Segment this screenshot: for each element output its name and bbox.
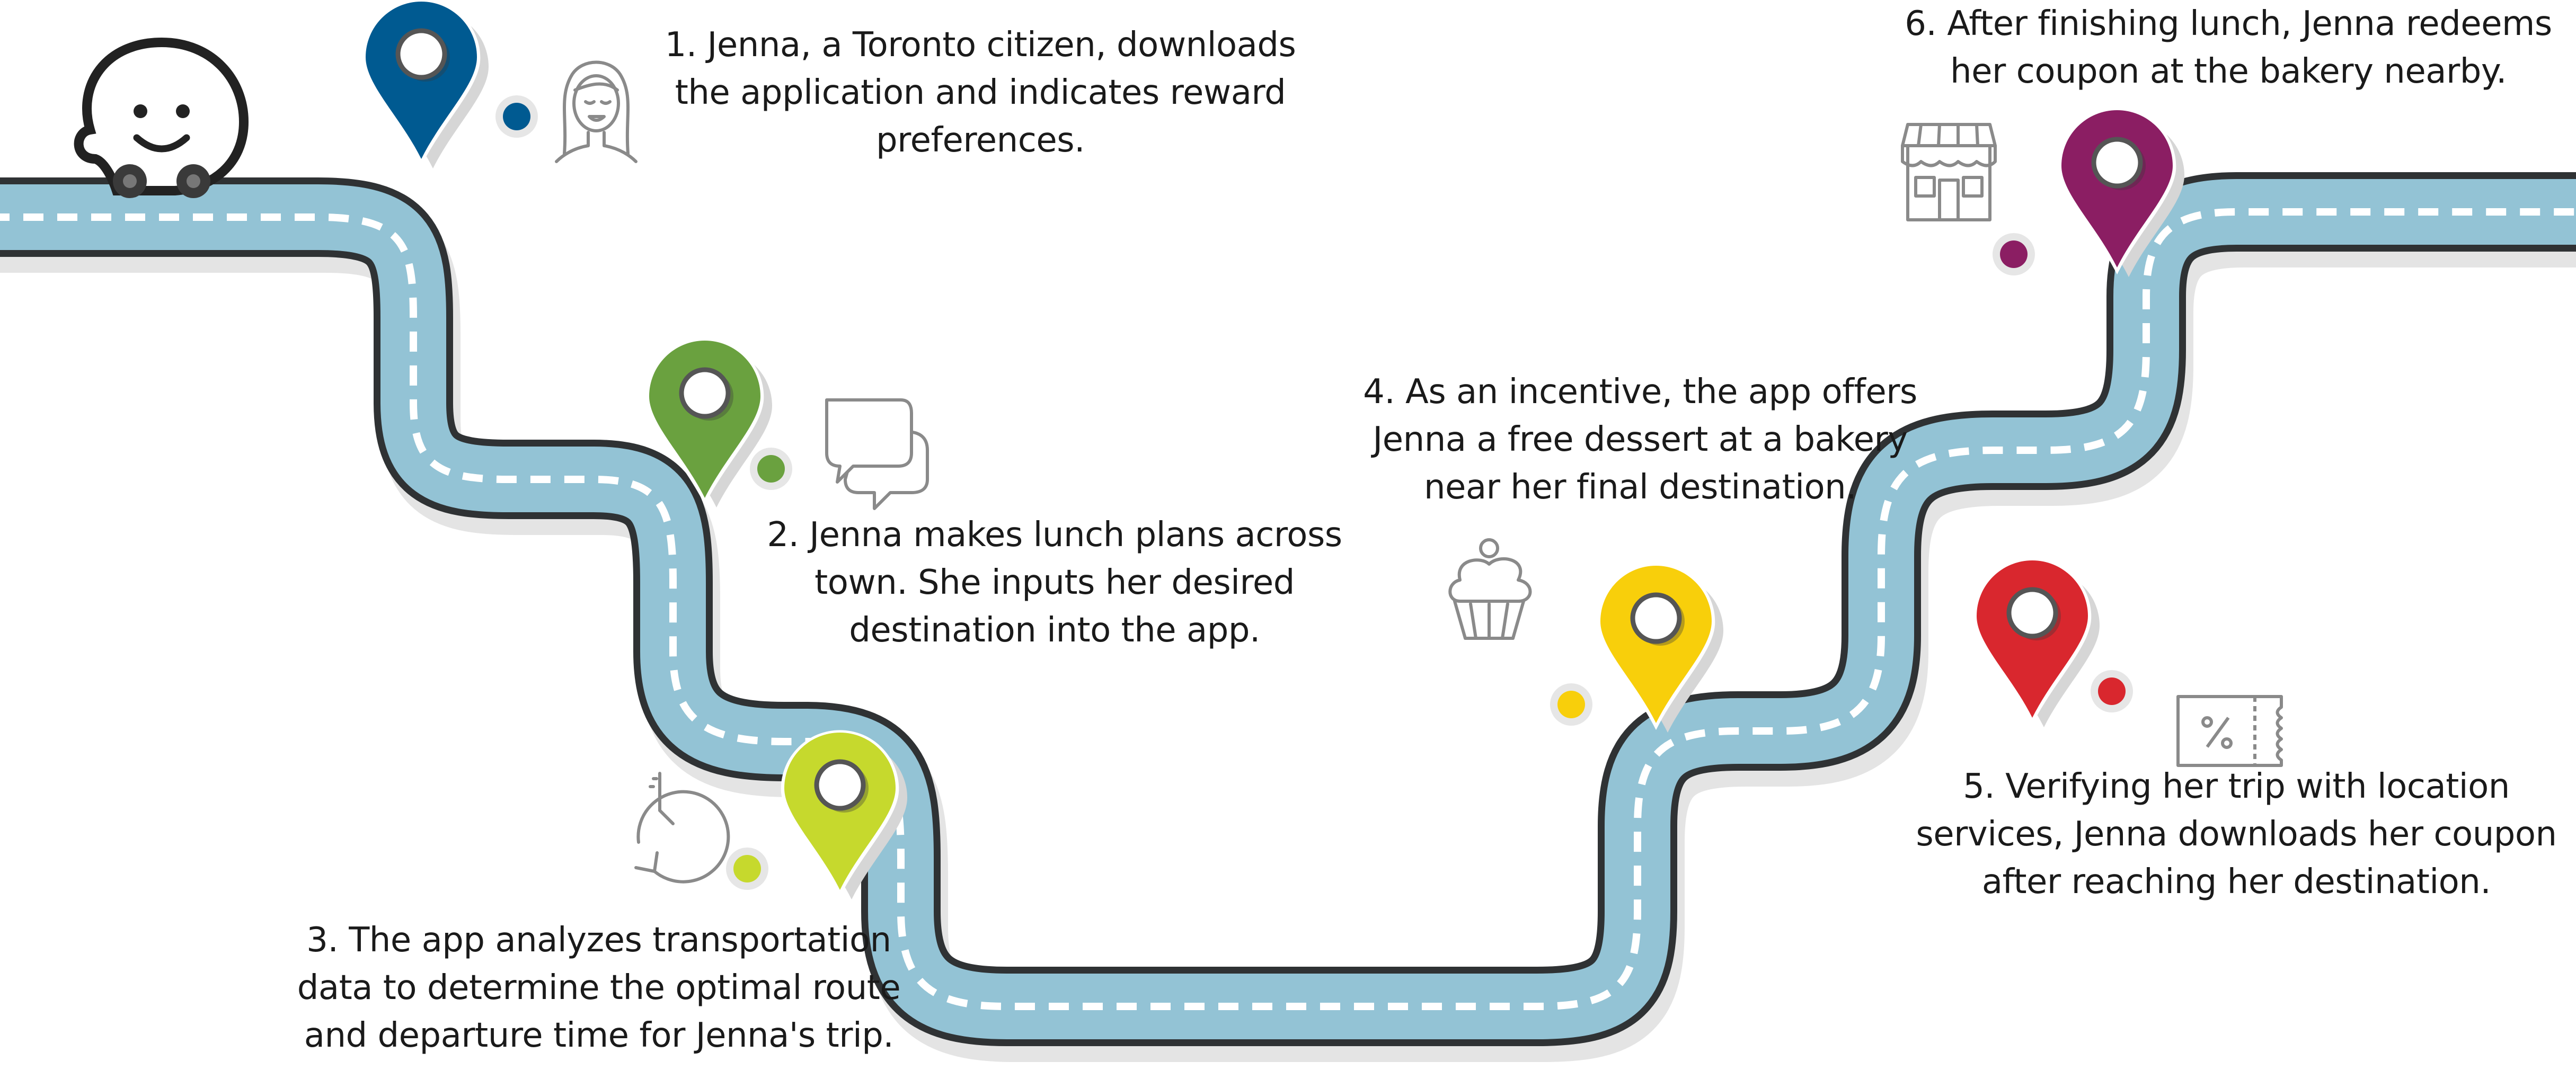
cupcake-icon (1448, 538, 1532, 640)
step-dot-5 (2091, 670, 2133, 712)
location-pin-3 (781, 730, 907, 899)
road-lane-dashes (0, 208, 2576, 1010)
step-1-line: preferences. (876, 121, 1085, 160)
step-3-description: 3. The app analyzes transportation data t… (254, 916, 943, 1059)
location-pin-2 (645, 338, 772, 507)
storefront-icon (1901, 123, 1997, 221)
location-pin-4 (1597, 563, 1723, 733)
step-6-description: 6. After finishing lunch, Jenna redeems h… (1884, 0, 2573, 95)
step-1-line: the application and indicates reward (675, 73, 1286, 112)
step-5-line: after reaching her destination. (1981, 862, 2491, 902)
step-4-line: near her final destination. (1423, 468, 1857, 507)
step-1-line: 1. Jenna, a Toronto citizen, downloads (665, 25, 1296, 65)
clock-icon (634, 772, 730, 884)
step-5-line: 5. Verifying her trip with location (1963, 767, 2510, 806)
step-3-line: and departure time for Jenna's trip. (304, 1016, 894, 1055)
winding-road (0, 172, 2576, 1062)
step-dot-1 (495, 95, 538, 138)
step-dot-6 (1993, 233, 2035, 275)
coupon-ticket-icon (2176, 695, 2283, 767)
location-pins (362, 0, 2184, 899)
step-3-line: data to determine the optimal route (297, 968, 901, 1007)
step-2-line: destination into the app. (849, 611, 1260, 650)
location-pin-6 (2058, 108, 2184, 277)
step-5-description: 5. Verifying her trip with location servi… (1892, 763, 2576, 906)
step-4-line: 4. As an incentive, the app offers (1363, 372, 1917, 412)
chat-bubbles-icon (825, 398, 929, 510)
step-6-line: her coupon at the bakery nearby. (1950, 52, 2507, 91)
step-2-line: 2. Jenna makes lunch plans across (767, 515, 1342, 555)
step-6-line: 6. After finishing lunch, Jenna redeems (1905, 4, 2552, 43)
step-4-line: Jenna a free dessert at a bakery (1373, 420, 1908, 459)
location-pin-1 (362, 0, 489, 168)
step-1-description: 1. Jenna, a Toronto citizen, downloads th… (636, 21, 1325, 164)
step-dot-3 (726, 848, 768, 890)
step-2-line: town. She inputs her desired (815, 563, 1295, 602)
location-pin-5 (1973, 558, 2100, 727)
step-3-line: 3. The app analyzes transportation (306, 921, 891, 960)
step-dot-4 (1550, 683, 1592, 726)
step-dots (495, 95, 2133, 890)
woman-avatar-icon (555, 60, 638, 163)
step-2-description: 2. Jenna makes lunch plans across town. S… (737, 511, 1373, 654)
step-5-line: services, Jenna downloads her coupon (1916, 815, 2557, 854)
waze-car-icon (74, 37, 249, 198)
step-dot-2 (750, 448, 792, 490)
